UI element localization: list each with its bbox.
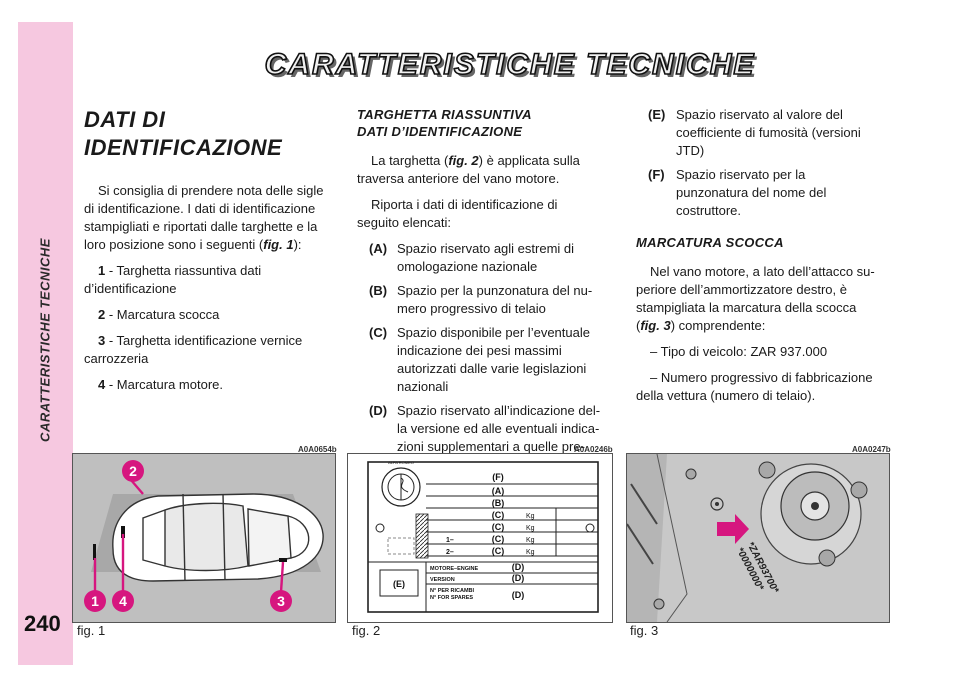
- column-body-marking: (E)Spazio riservato al valore del coeffi…: [636, 106, 881, 413]
- svg-text:VERSION: VERSION: [430, 577, 455, 583]
- figure-code: A0A0654b: [298, 445, 337, 454]
- svg-text:N° PER RICAMBI: N° PER RICAMBI: [430, 588, 475, 594]
- svg-text:Kg: Kg: [526, 549, 535, 556]
- figure-code: A0A0246b: [574, 445, 613, 454]
- svg-text:Kg: Kg: [526, 525, 535, 532]
- figure-caption: fig. 3: [630, 623, 659, 638]
- section-side-label: CARATTERISTICHE TECNICHE: [37, 238, 53, 442]
- paragraph: La targhetta (fig. 2) è applicata sulla …: [357, 153, 580, 186]
- engine-bay-illustration: *ZAR93700* *0000000*: [627, 454, 889, 622]
- fig-ref-link[interactable]: fig. 3: [640, 318, 671, 333]
- car-top-view: 2 1 4 3: [73, 454, 335, 622]
- svg-text:(C): (C): [492, 546, 505, 556]
- paragraph: Riporta i dati di identificazione di seg…: [357, 197, 558, 230]
- e-box-label: (E): [393, 579, 405, 589]
- list-item: 3 - Targhetta identificazione vernice ca…: [84, 333, 303, 366]
- fig-ref-link[interactable]: fig. 2: [448, 153, 479, 168]
- marker-2: [122, 460, 144, 482]
- definition-item: (E)Spazio riservato al valore del coeffi…: [648, 107, 861, 158]
- bullet-item: – Tipo di veicolo: ZAR 937.000: [650, 344, 828, 359]
- marker-label: 3: [277, 593, 285, 609]
- svg-text:(F): (F): [492, 472, 504, 482]
- svg-text:1–: 1–: [446, 537, 454, 544]
- svg-text:(D): (D): [512, 590, 525, 600]
- svg-text:(C): (C): [492, 522, 505, 532]
- figure-caption: fig. 1: [77, 623, 106, 638]
- definition-item: (C)Spazio disponibile per l’eventuale in…: [369, 325, 590, 394]
- figure-3-body-marking: *ZAR93700* *0000000*: [626, 453, 890, 623]
- paragraph: Nel vano motore, a lato dell’attacco su­…: [636, 264, 875, 333]
- svg-text:(D): (D): [512, 562, 525, 572]
- svg-text:(D): (D): [512, 573, 525, 583]
- marker-label: 2: [129, 463, 137, 479]
- column-identification: DATI DI IDENTIFICAZIONE Si consiglia di …: [84, 106, 324, 402]
- section-heading: MARCATURA SCOCCA: [636, 235, 784, 250]
- page-number: 240: [24, 611, 61, 636]
- section-heading: DATI DI IDENTIFICAZIONE: [84, 107, 283, 160]
- figure-2-plate-diagram: (F) (A) (B) (C) (C) (C) (C) (D) (D) (D) …: [347, 453, 613, 623]
- svg-text:(C): (C): [492, 510, 505, 520]
- svg-text:Kg: Kg: [526, 513, 535, 520]
- figure-1-car-diagram: 2 1 4 3: [72, 453, 336, 623]
- svg-text:(C): (C): [492, 534, 505, 544]
- svg-text:N° FOR SPARES: N° FOR SPARES: [430, 595, 473, 601]
- fig-ref-link[interactable]: fig. 1: [263, 237, 294, 252]
- definition-item: (F)Spazio riservato per la punzonatura d…: [648, 167, 827, 218]
- bullet-item: – Numero progressivo di fabbricazione de…: [636, 370, 873, 403]
- svg-text:(B): (B): [492, 498, 505, 508]
- marker-4: [112, 590, 134, 612]
- svg-text:MOTORE–ENGINE: MOTORE–ENGINE: [430, 566, 479, 572]
- marker-1: [84, 590, 106, 612]
- arrow-icon: [717, 514, 749, 544]
- figure-caption: fig. 2: [352, 623, 381, 638]
- intro-paragraph: Si consiglia di prendere nota delle sigl…: [84, 183, 324, 252]
- side-bar: [18, 22, 73, 665]
- marker-label: 1: [91, 593, 99, 609]
- marker-3: [270, 590, 292, 612]
- svg-text:(A): (A): [492, 486, 505, 496]
- svg-text:Kg: Kg: [526, 537, 535, 544]
- identification-plate: (F) (A) (B) (C) (C) (C) (C) (D) (D) (D) …: [367, 460, 599, 613]
- marker-label: 4: [119, 593, 127, 609]
- list-item: 2 - Marcatura scocca: [98, 307, 220, 322]
- definition-item: (B)Spazio per la punzonatura del nu­mero…: [369, 283, 593, 316]
- figure-code: A0A0247b: [852, 445, 891, 454]
- svg-text:2–: 2–: [446, 549, 454, 556]
- list-item: 4 - Marcatura motore.: [98, 377, 223, 392]
- page-title: CARATTERISTICHE TECNICHE: [264, 47, 756, 82]
- logo-text: ALFA ROMEO: [388, 460, 414, 465]
- list-item: 1 - Targhetta riassuntiva dati d’identif…: [84, 263, 262, 296]
- definition-item: (A)Spazio riservato agli estremi di omo­…: [369, 241, 575, 274]
